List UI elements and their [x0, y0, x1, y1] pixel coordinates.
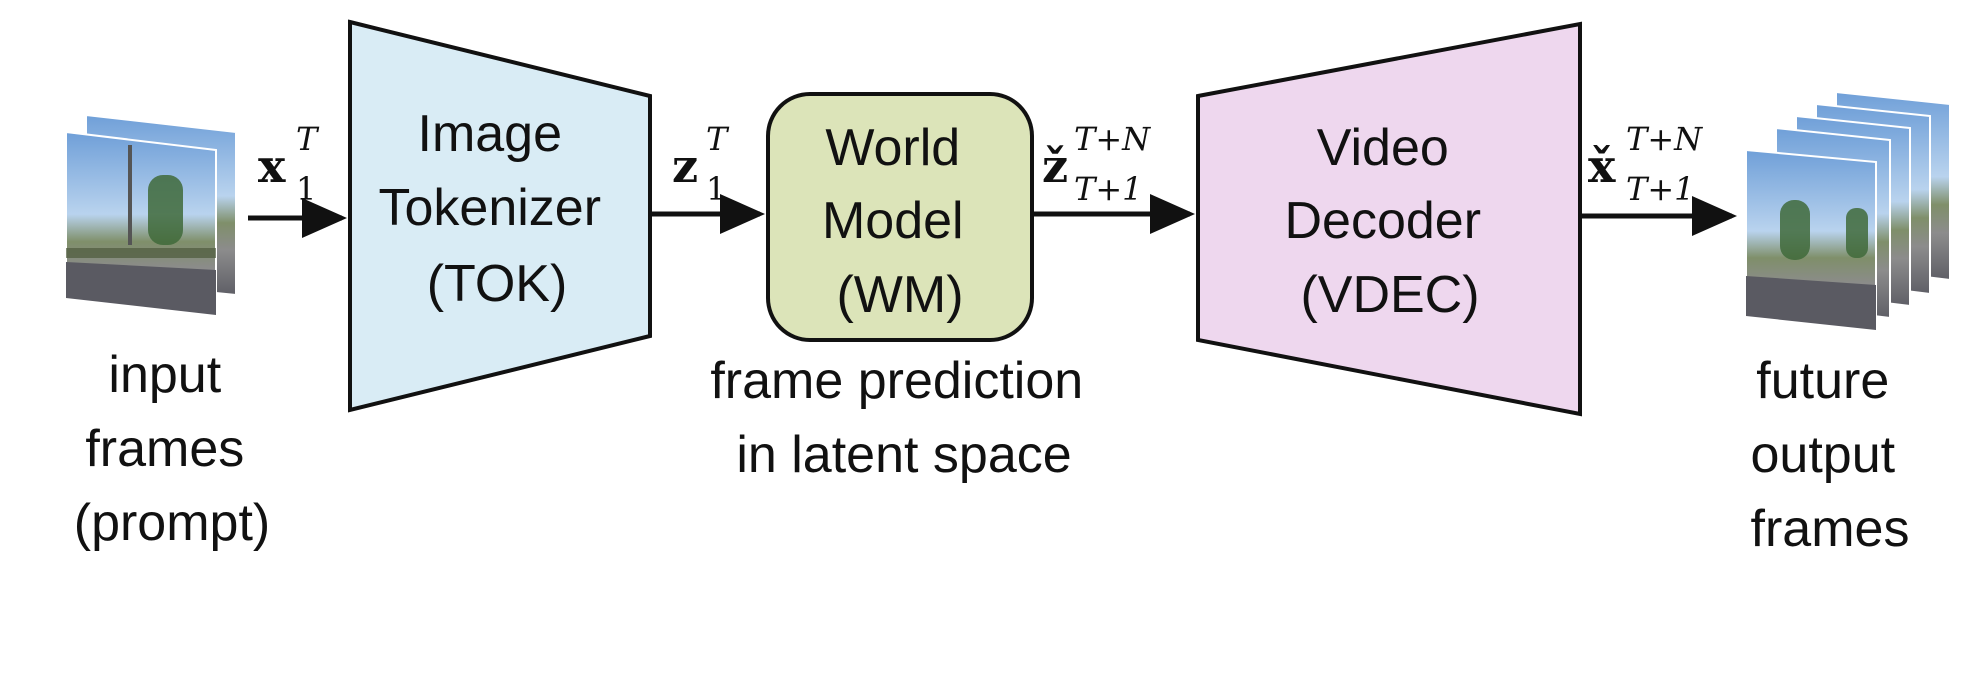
- tokenizer-label-line: (TOK): [427, 255, 568, 313]
- tokenizer-label-line: Image: [418, 105, 563, 163]
- latent-caption-line: frame prediction: [710, 352, 1083, 410]
- label-x-1-T: x T 1: [258, 120, 322, 208]
- label-z-check-T1-TN: ž T+N T+1: [1042, 120, 1155, 208]
- input-caption-line: input: [108, 346, 221, 404]
- world-model-label-line: World: [825, 119, 960, 177]
- image-tokenizer-label: Image Tokenizer (TOK): [378, 105, 615, 313]
- math-sub: 1: [296, 170, 316, 208]
- math-base: x: [258, 139, 286, 193]
- decoder-label-line: (VDEC): [1300, 266, 1479, 324]
- math-base: x̌: [1588, 139, 1616, 193]
- input-caption: input frames (prompt): [74, 346, 270, 552]
- math-sup: T: [296, 120, 320, 158]
- world-model-label: World Model (WM): [822, 119, 978, 324]
- math-sup: T: [706, 120, 730, 158]
- decoder-label-line: Decoder: [1284, 192, 1481, 250]
- math-base: ž: [1042, 139, 1068, 193]
- latent-caption: frame prediction in latent space: [710, 352, 1097, 484]
- latent-caption-line: in latent space: [736, 426, 1071, 484]
- output-frame-front: [1745, 148, 1877, 332]
- math-sub: T+1: [1626, 170, 1695, 208]
- math-sup: T+N: [1626, 120, 1703, 158]
- input-frames-thumbnail: [65, 113, 237, 317]
- video-decoder-label: Video Decoder (VDEC): [1284, 119, 1495, 324]
- label-z-1-T: z T 1: [672, 120, 732, 208]
- input-caption-line: (prompt): [74, 494, 270, 552]
- world-model-block: [766, 92, 1034, 342]
- math-sup: T+N: [1074, 120, 1151, 158]
- tokenizer-label-line: Tokenizer: [378, 179, 601, 237]
- video-decoder-block: [1196, 21, 1582, 417]
- math-base: z: [672, 139, 698, 193]
- math-sub: 1: [706, 170, 726, 208]
- output-caption-line: output: [1750, 426, 1895, 484]
- input-frame-front: [65, 130, 217, 317]
- input-caption-line: frames: [85, 420, 244, 478]
- image-tokenizer-block: [348, 19, 652, 413]
- output-caption: future output frames: [1750, 352, 1909, 558]
- math-sub: T+1: [1074, 170, 1143, 208]
- output-caption-line: frames: [1751, 500, 1910, 558]
- world-model-label-line: Model: [822, 192, 964, 250]
- output-caption-line: future: [1756, 352, 1889, 410]
- label-x-check-T1-TN: x̌ T+N T+1: [1588, 120, 1707, 208]
- output-frames-thumbnail: [1745, 90, 1951, 332]
- decoder-label-line: Video: [1317, 119, 1449, 177]
- world-model-label-line: (WM): [836, 266, 963, 324]
